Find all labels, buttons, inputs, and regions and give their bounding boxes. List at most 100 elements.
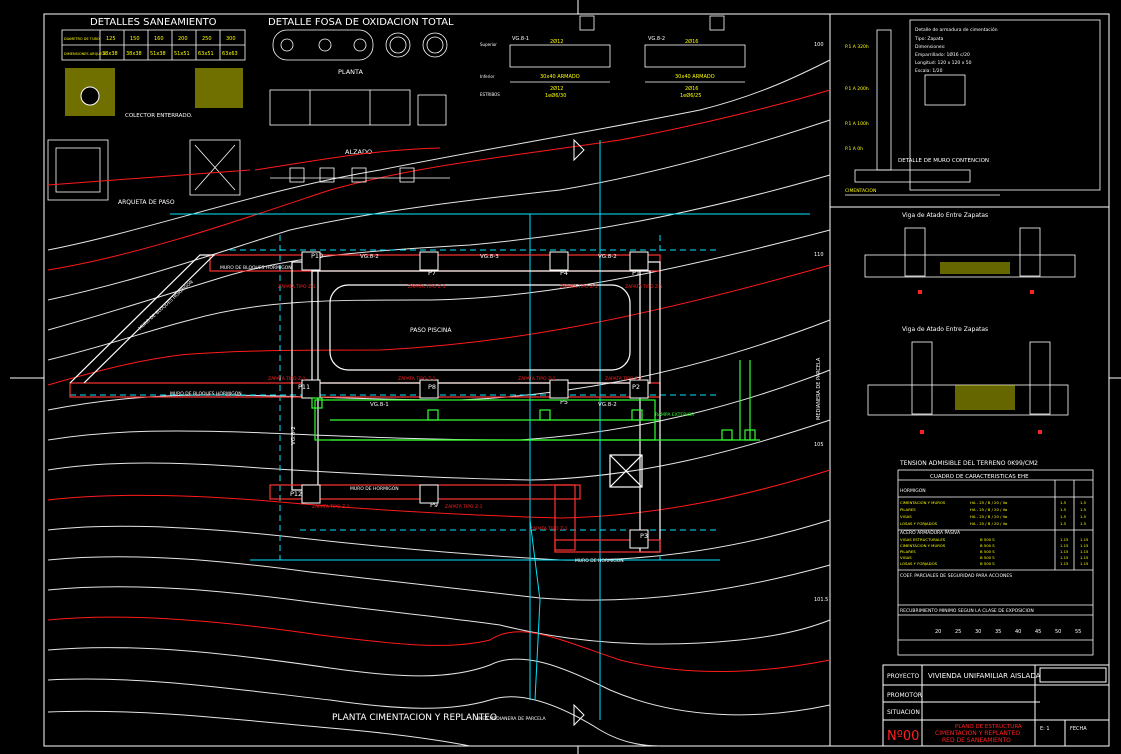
sheet-frame xyxy=(10,0,1121,754)
soil-title: TENSION ADMISIBLE DEL TERRENO 0K99/CM2 xyxy=(899,460,1038,467)
wall-level: P.1 A 0h xyxy=(845,146,863,152)
char-row: VIGAS xyxy=(900,555,912,560)
char-row: B 500 S xyxy=(980,561,995,566)
beam-section-label: VG.8-2 xyxy=(648,36,665,42)
contour-line-red xyxy=(47,264,831,386)
char-row: B 500 S xyxy=(980,555,995,560)
wall-level: P.1 A 320h xyxy=(845,44,869,50)
char-row: LOSAS Y FORJADOS xyxy=(900,521,938,526)
beam-side-label: Superior xyxy=(480,42,497,47)
cover-value: 50 xyxy=(1055,629,1061,635)
wall-label-bottom: MURO DE HORMIGON xyxy=(350,486,399,492)
contour-line-red xyxy=(47,89,831,271)
pipe-header: 150 xyxy=(130,36,140,42)
contour-line xyxy=(47,710,471,747)
beam-label: VG.8-1 xyxy=(370,402,389,408)
fecha-label: FECHA xyxy=(1070,726,1087,732)
pillar-label: P10 xyxy=(311,252,323,260)
wall-notes-title: Detalle de armadura de cimentación xyxy=(915,26,998,33)
zapata-tag: ZAPATA TIPO Z-1 xyxy=(445,504,483,510)
char-row: 1.5 xyxy=(1080,514,1087,519)
char-row: 1.15 xyxy=(1060,549,1069,554)
beam-stirrups: 1eØ6/30 xyxy=(545,92,566,99)
char-row: VIGAS xyxy=(900,514,912,519)
pillar-label: P8 xyxy=(428,383,436,391)
foundation-walls xyxy=(69,254,661,553)
zapata-tag: ZAPATA TIPO Z-1 xyxy=(312,504,350,510)
wall-base: CIMENTACION xyxy=(845,188,876,194)
pillar-label: P3 xyxy=(640,532,648,540)
contour-line xyxy=(47,647,831,716)
wall-note: Tipo: Zapata xyxy=(914,36,944,42)
pipe-header: 250 xyxy=(202,36,212,42)
septic-tank-title: DETALLE FOSA DE OXIDACION TOTAL xyxy=(268,17,454,28)
pillar-label: P7 xyxy=(428,269,436,277)
wall-label-top: MURO DE BLOQUES HORMIGON xyxy=(220,265,292,271)
retaining-wall-title: DETALLE DE MURO CONTENCION xyxy=(898,158,989,164)
char-row: 1.15 xyxy=(1080,543,1089,548)
char-row: 1.15 xyxy=(1080,537,1089,542)
pillar-label: P12 xyxy=(290,490,302,498)
cover-value: 45 xyxy=(1035,629,1041,635)
pipe-value: 63x51 xyxy=(198,51,214,57)
char-row: 1.15 xyxy=(1060,543,1069,548)
terrain-contours xyxy=(47,59,831,747)
zapata-tag: ZAPATA TIPO Z-1 xyxy=(408,284,446,290)
char-section: RECUBRIMIENTO MINIMO SEGUN LA CLASE DE E… xyxy=(900,608,1034,614)
char-row: HA - 25 / B / 20 / IIa xyxy=(970,521,1007,526)
beam-rebar: 2Ø12 xyxy=(550,85,563,92)
retaining-wall-detail: P.1 A 320h P.1 A 200h P.1 A 100h P.1 A 0… xyxy=(845,19,1101,196)
contour-level: 100 xyxy=(814,42,824,48)
wall-note: Dimensiones: xyxy=(915,44,946,50)
pipe-header: 125 xyxy=(106,36,116,42)
proyecto-label: PROYECTO xyxy=(887,673,919,680)
plan-desc: RED DE SANEAMIENTO xyxy=(942,737,1011,744)
contour-line xyxy=(47,229,831,361)
wall-level: P.1 A 200h xyxy=(845,86,869,92)
wall-level: P.1 A 100h xyxy=(845,121,869,127)
pillar-label: P4 xyxy=(560,269,568,277)
contour-line xyxy=(47,519,831,561)
contour-level: 101.5 xyxy=(814,597,828,603)
contour-line-red xyxy=(47,616,831,673)
wall-note: Longitud: 120 x 120 x 50 xyxy=(915,60,972,66)
pipe-value: 63x63 xyxy=(222,51,238,57)
char-row: B 500 S xyxy=(980,549,995,554)
zapata-tags: ZAPATA TIPO Z-1 ZAPATA TIPO Z-1 ZAPATA T… xyxy=(268,284,663,532)
ramp-label: RAMPA EXTERIOR xyxy=(655,412,694,418)
char-row: HA - 25 / B / 20 / IIa xyxy=(970,514,1007,519)
char-row: B 500 S xyxy=(980,543,995,548)
char-row: CIMENTACION Y MUROS xyxy=(900,543,946,548)
pipe-value: 38x38 xyxy=(126,51,142,57)
sanitation-details: DETALLES SANEAMIENTO DIAMETRO DE TUBO 12… xyxy=(47,17,251,206)
pillar-markers xyxy=(301,251,649,549)
char-row: 1.5 xyxy=(1080,521,1087,526)
char-section: ACERO ARMADURA PASIVA xyxy=(900,530,961,536)
beam-label: VG.8-2 xyxy=(598,402,617,408)
contour-level: 110 xyxy=(814,252,824,258)
wall-label-corner: MURO DE HORMIGON xyxy=(575,558,624,564)
colector-label: COLECTOR ENTERRADO. xyxy=(125,113,193,119)
tie-beam-details: Viga de Atado Entre Zapatas Viga de Atad… xyxy=(864,212,1076,434)
contour-line xyxy=(47,119,831,301)
char-row: 1.5 xyxy=(1060,507,1067,512)
beam-section-size: 30x40 ARMADO xyxy=(675,74,715,80)
char-row: 1.15 xyxy=(1060,537,1069,542)
cover-value: 30 xyxy=(975,629,981,635)
zapata-tag: ZAPATA TIPO Z-1 xyxy=(278,284,316,290)
char-row: 1.15 xyxy=(1080,561,1089,566)
zapata-tag: ZAPATA TIPO Z-1 xyxy=(625,284,663,290)
contour-line xyxy=(47,586,831,645)
escala-label: E: 1 xyxy=(1040,726,1050,732)
alzado-label: ALZADO xyxy=(345,148,372,156)
contour-level-labels: 100 110 105 101.5 xyxy=(814,42,828,603)
septic-tank-detail: DETALLE FOSA DE OXIDACION TOTAL PLANTA A… xyxy=(254,17,454,183)
char-row: 1.15 xyxy=(1060,561,1069,566)
beam-rebar: 2Ø16 xyxy=(685,85,698,92)
pipe-value: 51x38 xyxy=(150,51,166,57)
beam-rebar: 2Ø16 xyxy=(685,38,698,45)
pool-label: PASO PISCINA xyxy=(410,327,452,334)
beam-sections: VG.8-1 VG.8-2 Superior Inferior ESTRIBOS… xyxy=(480,15,746,99)
contour-level: 105 xyxy=(814,442,824,448)
